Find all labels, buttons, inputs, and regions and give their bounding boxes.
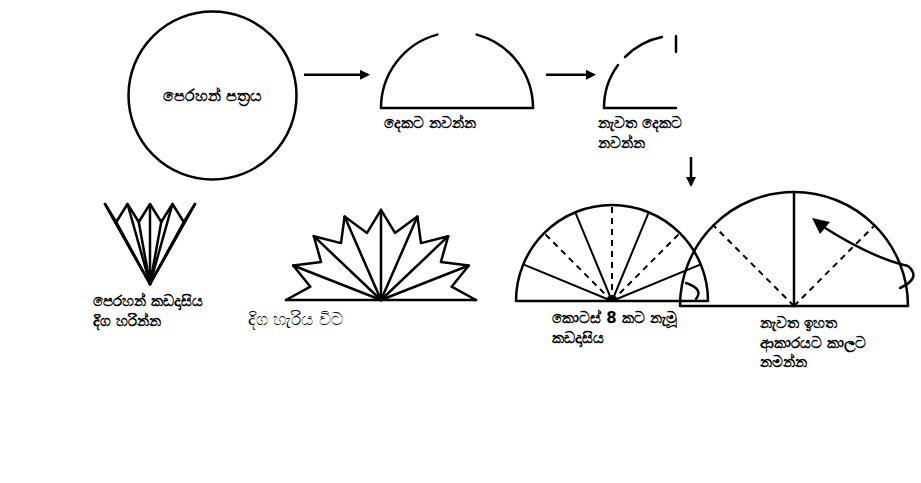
shape-outline: [598, 30, 710, 110]
filter-paper-circle: පෙරහන් පත්‍රය: [125, 8, 300, 183]
shape-outline: [510, 195, 720, 305]
label-holder: පෙරහන් පත්‍රය: [125, 8, 300, 183]
cone-paper: පෙරහන් කඩදාසිය දිග හරින්න: [93, 200, 211, 331]
shape-outline: [248, 192, 478, 304]
unfolded-fan: දිග හැරිය විට: [248, 192, 478, 330]
step-caption: පෙරහන් කඩදාසිය දිග හරින්න: [93, 292, 211, 331]
step-arrow: [690, 157, 693, 185]
shape-outline: [372, 30, 542, 110]
eight-part-fold: කොටස් 8 කට නැමූ කඩදාසිය: [510, 195, 720, 348]
refold-semicircle: නැවත ඉහත ආකාරයට කාලට නමන්න: [672, 188, 917, 373]
step-arrow: [304, 74, 368, 77]
quarter-fold: නැවත දෙකට නවන්න: [598, 30, 710, 153]
step-caption: කොටස් 8 කට නැමූ කඩදාසිය: [552, 309, 682, 348]
shape-outline: [93, 200, 211, 288]
shape-space: [248, 192, 478, 304]
step-caption: නැවත ඉහත ආකාරයට කාලට නමන්න: [760, 314, 900, 373]
step-arrow: [546, 74, 594, 77]
shape-space: [510, 195, 720, 305]
shape-label: පෙරහන් පත්‍රය: [163, 86, 263, 105]
step-caption: දෙකට නවන්න: [384, 114, 534, 134]
step-caption: දිග හැරිය විට: [248, 308, 398, 330]
shape-space: [372, 30, 542, 110]
step-caption: නැවත දෙකට නවන්න: [598, 114, 710, 153]
half-fold: දෙකට නවන්න: [372, 30, 542, 134]
